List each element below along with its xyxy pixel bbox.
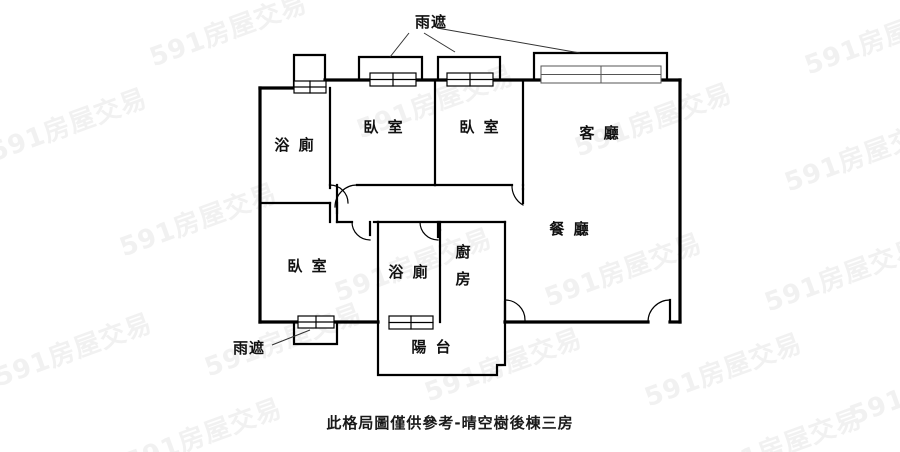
balcony-outline bbox=[376, 320, 507, 377]
callout-leaders bbox=[271, 27, 581, 346]
plan-caption: 此格局圖僅供參考-晴空樹後棟三房 bbox=[326, 414, 573, 432]
label-bedroom-2: 臥 室 bbox=[459, 118, 500, 136]
label-dining-room: 餐 廳 bbox=[549, 220, 590, 238]
door-arc-bedroom-3 bbox=[351, 221, 371, 241]
interior-walls bbox=[258, 78, 525, 324]
label-rain-shield-top: 雨遮 bbox=[415, 13, 447, 31]
label-kitchen-char-1: 廚 bbox=[455, 243, 470, 261]
door-swings bbox=[328, 183, 672, 324]
label-bedroom-1: 臥 室 bbox=[363, 118, 404, 136]
leader-rain-shield-living bbox=[436, 27, 581, 54]
leader-rain-shield-bed1 bbox=[389, 32, 410, 58]
label-rain-shield-bottom: 雨遮 bbox=[233, 339, 265, 357]
room-labels: 浴 廁 臥 室 臥 室 客 廳 餐 廳 臥 室 浴 廁 廚 房 陽 台 bbox=[274, 118, 620, 356]
leader-rain-shield-bed2 bbox=[423, 32, 456, 53]
door-arc-bedroom-2 bbox=[511, 184, 524, 206]
label-living-room: 客 廳 bbox=[578, 124, 620, 142]
label-kitchen-char-2: 房 bbox=[455, 270, 470, 288]
balcony-walls bbox=[376, 320, 507, 377]
annotation-labels: 雨遮 雨遮 bbox=[233, 13, 447, 357]
door-arc-bathroom-lower bbox=[419, 221, 439, 241]
rain-shield-box-bottom bbox=[292, 320, 339, 346]
door-arc-bedroom-1 bbox=[334, 184, 358, 208]
label-balcony: 陽 台 bbox=[411, 338, 452, 356]
door-arc-entrance bbox=[647, 299, 671, 323]
leader-rain-shield-bottom bbox=[271, 329, 311, 346]
rain-shield-bottom-outline bbox=[292, 320, 339, 346]
label-bathroom-upper: 浴 廁 bbox=[274, 136, 315, 154]
label-bathroom-lower: 浴 廁 bbox=[388, 263, 429, 281]
label-bedroom-3: 臥 室 bbox=[287, 257, 328, 275]
window-symbols bbox=[293, 65, 662, 330]
door-arc-balcony bbox=[504, 299, 526, 321]
